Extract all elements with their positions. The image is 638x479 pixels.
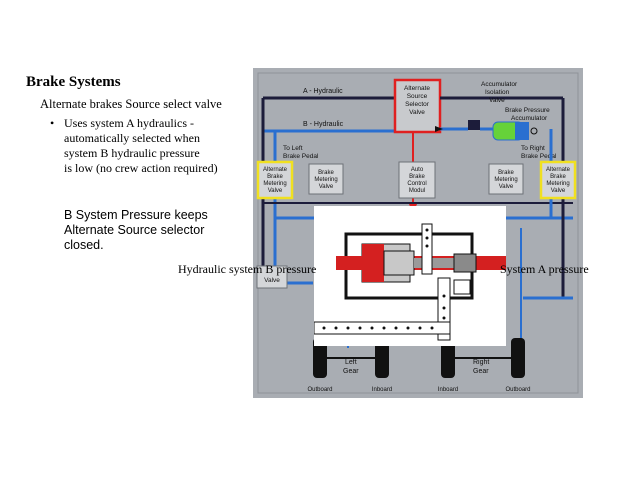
lower-valve-label: Valve (264, 277, 280, 284)
bullet-point: • Uses system A hydraulics - automatical… (50, 116, 240, 176)
line-dot (370, 326, 374, 330)
vertical-port (421, 223, 433, 275)
wheel-label: Inboard (438, 387, 458, 393)
autobrake-box (398, 161, 436, 199)
metering-right-label: Brake (498, 170, 514, 176)
metering-left-label: Metering (314, 177, 337, 183)
slide-subtitle: Alternate brakes Source select valve (40, 97, 222, 111)
wheel-label: Inboard (372, 387, 392, 393)
arrow-icon (435, 126, 443, 132)
line-dot (430, 326, 434, 330)
isolation-valve-label: Isolation (485, 89, 510, 96)
selector-valve-label: Selector (405, 101, 430, 108)
right-gear-label: Gear (473, 368, 489, 375)
right-gear-label: Right (473, 359, 489, 366)
left-pedal-label: Brake Pedal (283, 153, 319, 160)
line-dot (442, 294, 446, 298)
line-dot (358, 326, 362, 330)
line-dot (418, 326, 422, 330)
slide-title: Brake Systems (26, 74, 121, 90)
line-dot (334, 326, 338, 330)
line-dot (442, 316, 446, 320)
bullet-line: system B hydraulic pressure (64, 146, 200, 160)
wheel-icon (441, 338, 455, 378)
metering-right-label: Valve (499, 184, 514, 190)
accumulator-label: Accumulator (511, 115, 548, 122)
bullet-marker: • (50, 116, 55, 130)
alt-metering-right-label: Valve (551, 188, 566, 194)
autobrake-label: Auto (411, 167, 424, 173)
wheel-label: Outboard (307, 387, 332, 393)
note-line: closed. (64, 238, 104, 252)
accumulator-valve-icon (530, 127, 538, 135)
bullet-line: is low (no crew action required) (64, 161, 218, 175)
autobrake-label: Brake (409, 174, 425, 180)
hydraulic-b-pressure-label: Hydraulic system B pressure (178, 262, 317, 276)
selector-valve-label: Valve (409, 109, 425, 116)
left-gear-label: Gear (343, 368, 359, 375)
spool-head (453, 253, 477, 273)
wheel-icon (375, 338, 389, 378)
metering-left-label: Brake (318, 170, 334, 176)
selector-valve-highlight (393, 78, 442, 134)
alt-metering-right-label: Metering (546, 181, 569, 187)
alt-metering-right-highlight (539, 160, 577, 200)
wheel-label: Outboard (505, 387, 530, 393)
metering-right-box (488, 163, 524, 195)
bullet-line: automatically selected when (64, 131, 200, 145)
right-pedal-label: Brake Pedal (521, 153, 557, 160)
line-dot (382, 326, 386, 330)
left-gear-label: Left (345, 359, 357, 366)
wheel-icon (511, 338, 525, 378)
port-dot (425, 236, 429, 240)
note-line: Alternate Source selector (64, 223, 205, 237)
line-dot (406, 326, 410, 330)
wheel-icon (313, 338, 327, 378)
alt-metering-left-label: Brake (267, 174, 283, 180)
bullet-line: Uses system A hydraulics - (64, 116, 194, 130)
b-hydraulic-label: B - Hydraulic (303, 121, 344, 128)
a-pressure-line (314, 321, 451, 335)
lower-left-valve-box (256, 265, 288, 289)
diagram-frame (257, 72, 579, 394)
system-a-pressure-label: System A pressure (500, 262, 589, 276)
alt-metering-left-label: Alternate (263, 167, 288, 173)
autobrake-label: Modul (409, 188, 425, 194)
pressure-note: B System Pressure keeps Alternate Source… (64, 208, 229, 253)
isolation-valve-label: Accumulator (481, 81, 518, 88)
alt-metering-left-label: Metering (263, 181, 286, 187)
line-dot (346, 326, 350, 330)
check-valve-icon (453, 279, 471, 295)
alt-metering-left-highlight (256, 160, 294, 200)
port-dot (425, 228, 429, 232)
autobrake-label: Control (407, 181, 426, 187)
selector-valve-label: Alternate (404, 85, 430, 92)
line-dot (442, 306, 446, 310)
line-dot (322, 326, 326, 330)
left-pedal-label: To Left (283, 145, 303, 152)
note-line: B System Pressure keeps (64, 208, 208, 222)
selector-valve-inset (314, 206, 506, 346)
accumulator-piston (515, 122, 529, 140)
metering-left-label: Valve (319, 184, 334, 190)
isolation-valve-label: Valve (489, 97, 505, 104)
alt-metering-right-label: Brake (550, 174, 566, 180)
isolation-valve-icon (468, 120, 480, 130)
metering-right-label: Metering (494, 177, 517, 183)
line-dot (394, 326, 398, 330)
selector-valve-label: Source (407, 93, 428, 100)
alt-metering-left-label: Valve (268, 188, 283, 194)
alt-metering-right-label: Alternate (546, 167, 571, 173)
metering-left-box (308, 163, 344, 195)
a-hydraulic-label: A - Hydraulic (303, 88, 343, 95)
piston-body (383, 250, 415, 276)
port-dot (425, 244, 429, 248)
accumulator-label: Brake Pressure (505, 107, 550, 114)
spool-rod (414, 258, 454, 268)
right-pedal-label: To Right (521, 145, 545, 152)
